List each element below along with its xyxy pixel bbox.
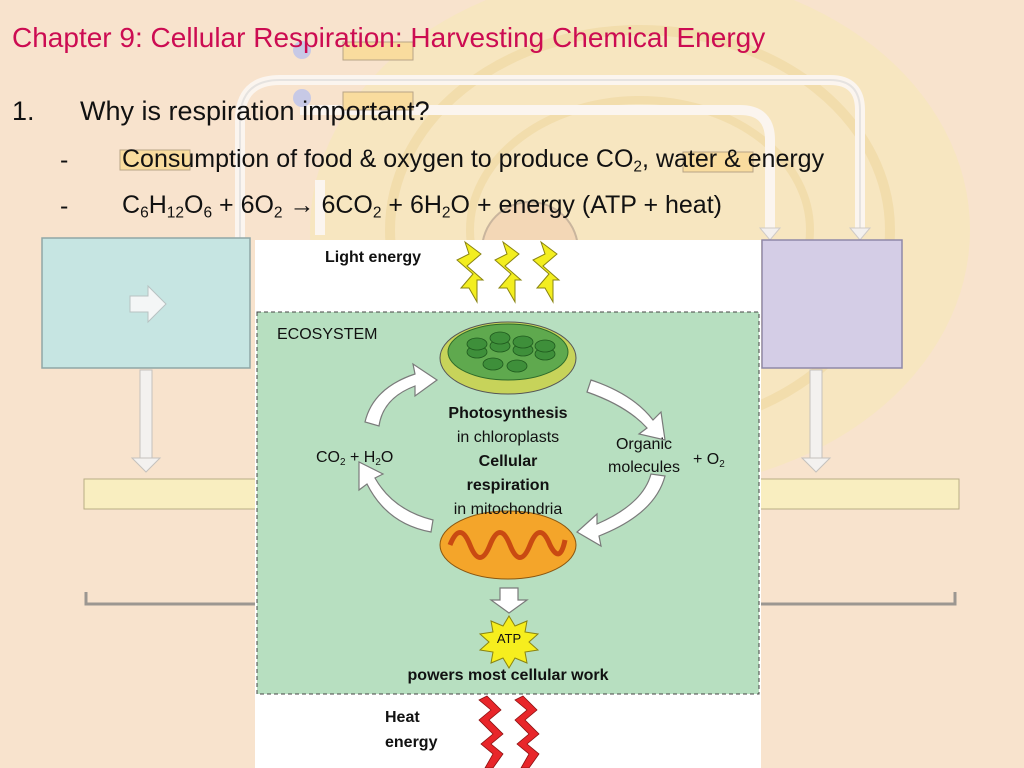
- slide-title: Chapter 9: Cellular Respiration: Harvest…: [12, 22, 766, 53]
- down-arrow-icon: [489, 587, 529, 614]
- in-chloroplasts-label: in chloroplasts: [456, 429, 560, 446]
- respiration-label: respiration: [466, 477, 550, 494]
- bullet-dash: -: [60, 146, 69, 174]
- ecosystem-label: ECOSYSTEM: [277, 326, 378, 343]
- molecules-label: molecules: [607, 459, 681, 476]
- photosynthesis-label: Photosynthesis: [448, 405, 568, 422]
- co2-h2o-label: CO2 + H2O: [316, 449, 394, 468]
- light-energy-label: Light energy: [325, 249, 422, 266]
- heat-energy-bolts: [478, 695, 540, 768]
- cycle-arrows: [358, 362, 666, 548]
- heat-label: Heat: [385, 709, 420, 726]
- diagram-graphics: [255, 240, 761, 768]
- bullet-consumption: Consumption of food & oxygen to produce …: [122, 145, 825, 176]
- question-text: Why is respiration important?: [80, 96, 430, 126]
- bullet-equation: C6H12O6 + 6O2 → 6CO2 + 6H2O + energy (AT…: [122, 191, 722, 222]
- organic-label: Organic: [615, 436, 673, 453]
- ecosystem-diagram: Light energy ECOSYSTEM Photosynthesis in…: [255, 240, 761, 768]
- question-number: 1.: [12, 96, 35, 126]
- light-energy-bolts: [456, 240, 561, 304]
- bullet-dash: -: [60, 192, 69, 220]
- o2-label: + O2: [693, 451, 725, 470]
- cellular-label: Cellular: [478, 453, 538, 470]
- mitochondrion-icon: [439, 510, 577, 580]
- powers-work-label: powers most cellular work: [407, 667, 609, 684]
- energy-label: energy: [385, 734, 438, 751]
- atp-burst-icon: [478, 615, 540, 669]
- atp-label: ATP: [496, 631, 522, 646]
- chloroplast-icon: [439, 321, 577, 395]
- in-mitochondria-label: in mitochondria: [453, 501, 563, 518]
